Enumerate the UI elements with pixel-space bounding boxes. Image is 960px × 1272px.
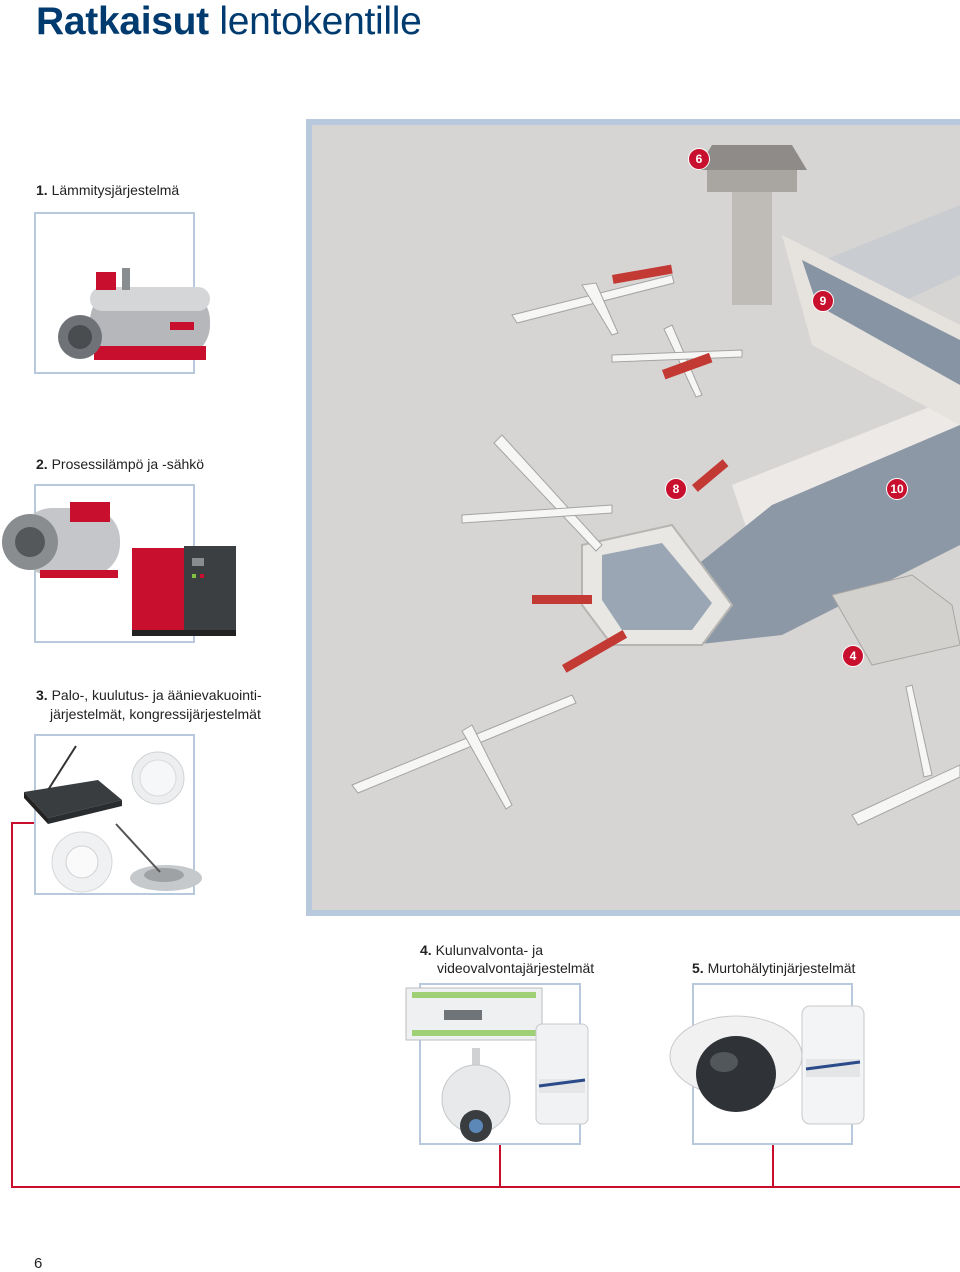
page-number: 6: [34, 1255, 43, 1272]
section-2-number: 2.: [36, 456, 48, 472]
section-4-number: 4.: [420, 942, 432, 958]
badge-4: 4: [842, 645, 864, 667]
section-3-text: Palo-, kuulutus- ja äänievakuointi-: [51, 687, 262, 703]
section-5-number: 5.: [692, 960, 704, 976]
title-bold: Ratkaisut: [36, 0, 209, 43]
connector-left-vertical: [11, 822, 13, 1188]
section-3-number: 3.: [36, 687, 48, 703]
section-2-label: 2. Prosessilämpö ja -sähkö: [36, 455, 204, 473]
section-3-label-line2: järjestelmät, kongressijärjestelmät: [50, 706, 261, 722]
audio-systems-image-frame: [34, 734, 195, 895]
access-control-illustration: [405, 987, 589, 1142]
page-title: Ratkaisut lentokentille: [36, 0, 422, 43]
section-5-label: 5. Murtohälytinjärjestelmät: [692, 959, 855, 977]
connector-bottom-horizontal: [11, 1186, 960, 1188]
section-1-number: 1.: [36, 182, 48, 198]
title-rest: lentokentille: [219, 0, 422, 43]
chp-unit-illustration: [132, 546, 236, 636]
badge-8: 8: [665, 478, 687, 500]
audio-devices-illustration: [24, 745, 202, 893]
connector-top-left: [11, 822, 34, 824]
section-5-text: Murtohälytinjärjestelmät: [707, 960, 856, 976]
section-4-text: Kulunvalvonta- ja: [435, 942, 543, 958]
connector-section-5: [772, 1145, 774, 1188]
connector-section-4: [499, 1145, 501, 1188]
badge-9: 9: [812, 290, 834, 312]
section-3-label: 3. Palo-, kuulutus- ja äänievakuointi-: [36, 686, 262, 704]
airport-illustration: [312, 125, 960, 910]
badge-6: 6: [688, 148, 710, 170]
intrusion-devices-illustration: [669, 1005, 865, 1125]
section-2-text: Prosessilämpö ja -sähkö: [51, 456, 205, 472]
section-1-text: Lämmitysjärjestelmä: [51, 182, 180, 198]
section-4-label: 4. Kulunvalvonta- ja: [420, 941, 543, 959]
steam-boiler-illustration: [2, 502, 120, 578]
section-1-label: 1. Lämmitysjärjestelmä: [36, 181, 179, 199]
badge-10: 10: [886, 478, 908, 500]
section-4-label-line2: videovalvontajärjestelmät: [437, 960, 595, 976]
boiler-illustration: [58, 268, 210, 360]
